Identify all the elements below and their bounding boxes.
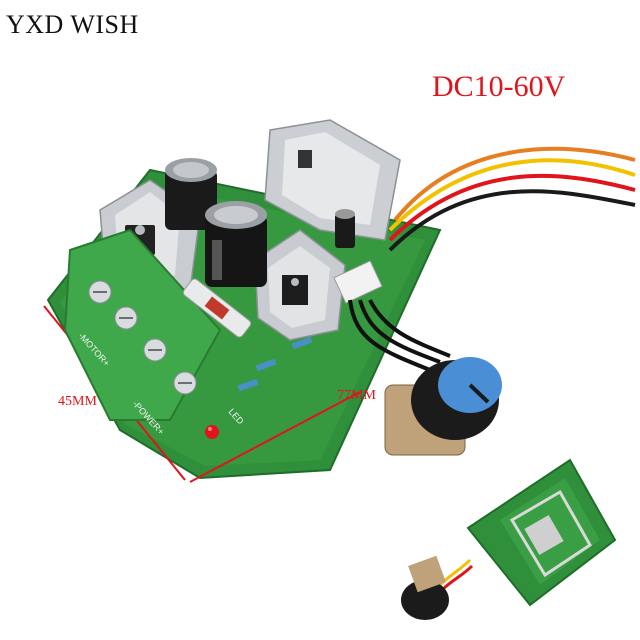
wire-bundle bbox=[388, 146, 636, 252]
brand-watermark: YXD WISH bbox=[6, 10, 139, 39]
capacitor-large-1 bbox=[165, 158, 217, 230]
voltage-label: DC10-60V bbox=[432, 70, 566, 103]
length-dimension-label: 77MM bbox=[337, 388, 376, 403]
wire-to-pot bbox=[348, 299, 451, 372]
potentiometer bbox=[384, 357, 502, 456]
screw-terminal-1 bbox=[88, 280, 112, 304]
resistor bbox=[255, 358, 277, 372]
white-connector bbox=[333, 260, 383, 304]
inset-board-photo bbox=[401, 458, 617, 620]
led-indicator bbox=[205, 425, 219, 439]
screw-terminal-2 bbox=[114, 306, 138, 330]
resistor bbox=[291, 336, 313, 350]
resistor bbox=[237, 378, 259, 392]
heatsink-right-top bbox=[264, 119, 401, 241]
screw-terminal-4 bbox=[173, 371, 197, 395]
fuse bbox=[182, 278, 252, 338]
dimension-line-77 bbox=[189, 391, 361, 483]
terminal-block bbox=[63, 228, 222, 421]
screw-terminal-3 bbox=[143, 338, 167, 362]
capacitor-large-2 bbox=[205, 201, 267, 287]
heatsink-bottom bbox=[254, 229, 346, 341]
width-dimension-label: 45MM bbox=[58, 394, 97, 409]
capacitor-small bbox=[335, 209, 355, 248]
